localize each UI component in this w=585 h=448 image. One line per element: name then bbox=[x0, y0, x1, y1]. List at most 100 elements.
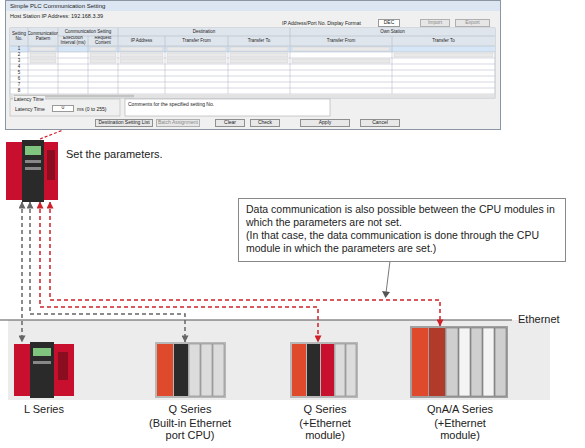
instruction-text: Set the parameters. bbox=[66, 148, 163, 160]
settings-window-part bbox=[90, 47, 116, 51]
field-label: IP Address/Port No. Display Format bbox=[282, 20, 361, 26]
plc-icon-part bbox=[33, 361, 51, 364]
settings-window-part bbox=[6, 1, 501, 130]
settings-window-part bbox=[167, 53, 226, 57]
settings-window-part bbox=[10, 28, 495, 98]
settings-window-part bbox=[230, 59, 288, 63]
plc-icon-part bbox=[25, 167, 41, 170]
plc-icon bbox=[6, 140, 58, 202]
settings-window-part bbox=[292, 59, 390, 63]
unit-text: ms (0 to 255) bbox=[77, 106, 106, 112]
settings-window-part bbox=[6, 1, 500, 11]
plc-icon-part bbox=[471, 328, 482, 396]
button: Import bbox=[420, 19, 450, 28]
plc-icon-part bbox=[201, 344, 212, 396]
plc-icon-part bbox=[47, 150, 55, 180]
field-label: Comments for the specified setting No. bbox=[128, 101, 214, 107]
plc-icon-part bbox=[410, 326, 508, 398]
column-header: Transfer To bbox=[392, 36, 495, 46]
plc-icon-part bbox=[22, 140, 44, 202]
column-header: IP Address bbox=[118, 36, 165, 46]
callout-text: Data communication is also possible betw… bbox=[246, 203, 558, 229]
plc-icon-part bbox=[290, 342, 358, 398]
device-picture-area bbox=[272, 342, 378, 398]
series-label: Q Series bbox=[130, 403, 250, 416]
column-header: Transfer From bbox=[290, 36, 392, 46]
settings-window-part bbox=[167, 47, 226, 51]
field-label: Latency Time bbox=[15, 106, 45, 112]
column-header: Communication Setting bbox=[58, 28, 118, 36]
settings-window-part bbox=[10, 28, 495, 94]
button: Export bbox=[455, 19, 490, 28]
column-header: Request Content bbox=[88, 36, 118, 46]
plc-icon-part bbox=[33, 348, 51, 356]
plc-icon-part bbox=[155, 342, 226, 398]
module-note: (+Ethernet module) bbox=[289, 417, 361, 442]
plc-device: L Series bbox=[0, 342, 88, 416]
settings-window-part bbox=[125, 99, 330, 116]
row-number: 4 bbox=[10, 64, 28, 70]
button: Batch Assignment bbox=[156, 119, 200, 128]
plc-icon-part bbox=[174, 344, 188, 396]
settings-window-part bbox=[120, 47, 163, 51]
callout-box: Data communication is also possible betw… bbox=[238, 198, 566, 262]
row-number: 3 bbox=[10, 58, 28, 64]
settings-window-part bbox=[10, 94, 494, 98]
settings-window-part bbox=[90, 53, 116, 57]
window-title: Simple PLC Communication Setting bbox=[10, 3, 105, 10]
settings-window-part bbox=[167, 59, 226, 63]
button: Check bbox=[250, 119, 280, 128]
button: Destination Setting List bbox=[95, 119, 153, 128]
column-header: Execution Interval (ms) bbox=[58, 36, 88, 46]
plc-device: Q Series(Built-in Ethernet port CPU) bbox=[128, 342, 252, 442]
plc-device: QnA/A Series(+Ethernet module) bbox=[402, 326, 518, 442]
plc-icon-part bbox=[446, 328, 458, 396]
device-picture-area bbox=[402, 326, 518, 398]
settings-window-part bbox=[30, 53, 56, 57]
ethernet-line bbox=[0, 319, 512, 320]
series-label: L Series bbox=[4, 403, 84, 416]
plc-icon-part bbox=[14, 344, 30, 396]
settings-window-part bbox=[394, 53, 493, 57]
select-box: DEC bbox=[378, 19, 400, 27]
column-header: Transfer To bbox=[228, 36, 290, 46]
plc-icon-part bbox=[25, 160, 41, 163]
settings-window-part bbox=[30, 47, 493, 63]
plc-icon-part bbox=[412, 328, 428, 396]
pointer-line bbox=[40, 130, 63, 139]
plc-icon-part bbox=[292, 344, 306, 396]
settings-window-part bbox=[10, 28, 495, 46]
column-header: Setting No. bbox=[10, 28, 28, 46]
row-number: 5 bbox=[10, 70, 28, 76]
plc-icon-part bbox=[25, 146, 41, 155]
settings-window-part bbox=[120, 59, 163, 63]
input-box: 0 bbox=[52, 105, 74, 112]
plc-icon-part bbox=[429, 328, 445, 396]
plc-icon bbox=[290, 342, 358, 398]
plc-icon-part bbox=[54, 344, 74, 396]
series-label: QnA/A Series bbox=[404, 403, 516, 416]
plc-icon-part bbox=[483, 328, 494, 396]
column-header: Own Station bbox=[290, 28, 495, 36]
settings-window-part bbox=[10, 46, 494, 52]
plc-icon-part bbox=[44, 142, 58, 200]
module-note: (+Ethernet module) bbox=[424, 417, 496, 442]
plc-icon-part bbox=[213, 344, 224, 396]
plc-icon-part bbox=[189, 344, 200, 396]
row-number: 1 bbox=[10, 46, 28, 52]
series-label: Q Series bbox=[275, 403, 375, 416]
network-band bbox=[8, 320, 550, 400]
row-number: 6 bbox=[10, 76, 28, 82]
settings-window-part bbox=[90, 59, 116, 63]
module-note: (Built-in Ethernet port CPU) bbox=[140, 417, 240, 442]
settings-window-part bbox=[292, 47, 390, 51]
group-label: Latency Time bbox=[13, 96, 45, 102]
settings-window bbox=[6, 1, 501, 130]
callout-text: (In that case, the data communication is… bbox=[246, 229, 558, 255]
plc-icon-part bbox=[157, 344, 173, 396]
dashed-connector bbox=[21, 202, 23, 342]
button: Clear bbox=[215, 119, 245, 128]
plc-icon bbox=[14, 342, 74, 398]
